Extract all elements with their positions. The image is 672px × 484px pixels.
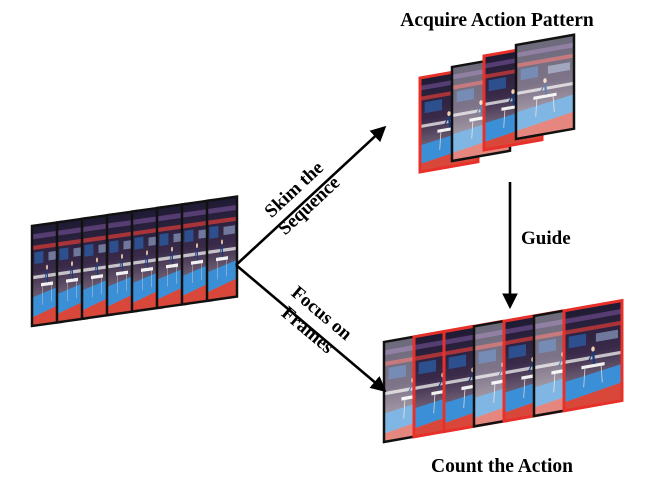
count-title: Count the Action [431,456,573,477]
focus-label: Focus on Frames [277,282,356,358]
action-pattern-frames-stack [418,33,576,174]
focus-arrow [235,264,387,393]
skim-arrow [235,125,387,266]
pattern-frame-plain [514,33,576,141]
input-video-frames-stack [30,195,239,328]
input-frame [205,195,239,303]
count-frames-stack [382,298,624,444]
pattern-title: Acquire Action Pattern [400,10,594,31]
skim-label: Skim the Sequence [261,157,345,239]
guide-label: Guide [521,228,571,249]
count-frame-highlighted [562,298,624,413]
